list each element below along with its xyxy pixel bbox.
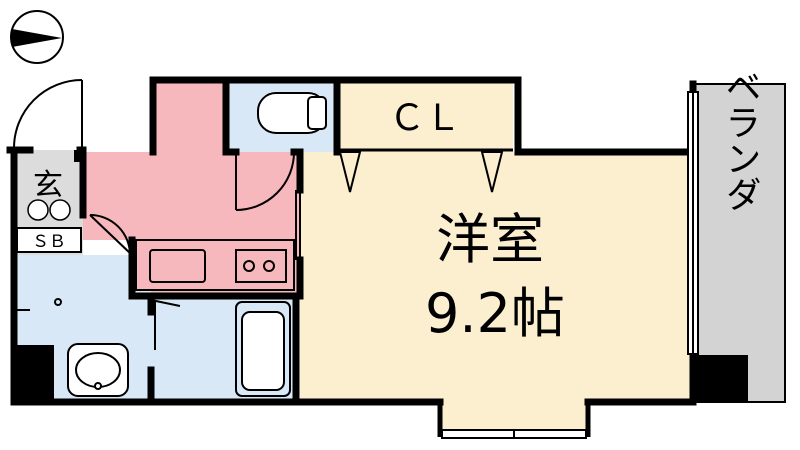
sink-icon [149,249,206,283]
toilet-icon [257,92,327,134]
toilet-door[interactable] [235,151,295,211]
bay-window [437,402,591,439]
washbasin-icon [67,343,129,397]
closet-doors [337,148,513,193]
balcony-label: ベランダ [720,68,761,212]
entrance-label: 玄 [33,168,63,203]
western-room-size: 9.2帖 [425,282,565,345]
shoe-box [16,227,82,253]
entrance-door[interactable] [13,79,83,150]
western-room-name: 洋室 [436,208,544,271]
column-block [74,150,86,162]
closet-label: ＣＬ [389,98,461,139]
closet-floor [337,82,513,152]
washing-machine-space [14,298,62,311]
north-arrow-icon [10,10,64,64]
kitchen-counter [135,239,295,291]
bathroom-door[interactable] [150,299,181,350]
column-block [693,355,748,402]
western-room-door[interactable] [295,190,301,260]
slippers-icon [27,199,71,221]
western-room-floor [300,152,693,402]
balcony-window [687,91,699,355]
washroom-door[interactable] [89,214,133,256]
bathtub-icon [235,301,291,397]
column-block [14,345,54,402]
shoe-box-label: ＳＢ [32,232,66,252]
